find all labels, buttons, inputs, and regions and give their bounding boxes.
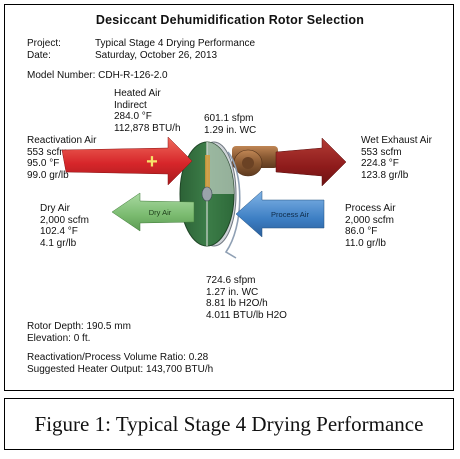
reactivation-air-humidity: 99.0 gr/lb [27, 169, 69, 181]
wet-exhaust-air-title: Wet Exhaust Air [361, 135, 432, 146]
model-number: Model Number: CDH-R-126-2.0 [27, 70, 168, 81]
figure-caption: Figure 1: Typical Stage 4 Drying Perform… [34, 411, 424, 436]
reactivation-air-title: Reactivation Air [27, 135, 97, 146]
top-flow-block: 601.1 sfpm 1.29 in. WC [204, 113, 256, 136]
heated-air-temp: 284.0 °F [114, 111, 152, 122]
bottom-flow-energy: 4.011 BTU/lb H2O [206, 309, 287, 321]
dry-air-title: Dry Air [40, 203, 70, 214]
wet-exhaust-arrow [275, 137, 347, 187]
process-air-humidity: 11.0 gr/lb [345, 237, 386, 249]
date-label: Date: [27, 50, 51, 61]
process-air-block: Process Air 2,000 scfm 86.0 °F 11.0 gr/l… [345, 203, 396, 249]
process-air-arrow: Process Air [235, 190, 325, 238]
dry-air-temp: 102.4 °F [40, 226, 78, 237]
heater-plus-icon: + [146, 151, 158, 173]
reactivation-air-block: Reactivation Air 553 scfm 95.0 °F 99.0 g… [27, 135, 96, 181]
wet-exhaust-air-temp: 224.8 °F [361, 158, 399, 169]
heated-air-mode: Indirect [114, 99, 147, 111]
reactivation-arrow [61, 136, 193, 186]
figure-panel [4, 4, 454, 391]
bottom-flow-block: 724.6 sfpm 1.27 in. WC 8.81 lb H2O/h 4.0… [206, 275, 287, 321]
project-label: Project: [27, 38, 61, 49]
bottom-flow-velocity: 724.6 sfpm [206, 275, 256, 286]
drive-belt [224, 151, 241, 259]
reactivation-air-temp: 95.0 °F [27, 158, 60, 169]
date-row: Date: Saturday, October 26, 2013 [27, 50, 217, 62]
bottom-flow-pressure: 1.27 in. WC [206, 286, 259, 298]
desiccant-rotor [179, 141, 237, 247]
heated-air-block: Heated Air Indirect 284.0 °F 112,878 BTU… [114, 88, 181, 134]
wet-exhaust-air-flow: 553 scfm [361, 146, 402, 158]
dry-air-arrow-label: Dry Air [149, 208, 172, 217]
dry-air-arrow: Dry Air [111, 192, 195, 232]
heated-air-btu: 112,878 BTU/h [114, 122, 181, 134]
top-flow-velocity: 601.1 sfpm [204, 113, 254, 124]
wet-exhaust-air-humidity: 123.8 gr/lb [361, 169, 409, 181]
process-air-temp: 86.0 °F [345, 226, 378, 237]
process-air-flow: 2,000 scfm [345, 214, 394, 226]
dry-air-flow: 2,000 scfm [40, 214, 89, 226]
fan-housing [232, 146, 278, 177]
process-air-arrow-label: Process Air [271, 210, 309, 219]
bottom-flow-water-rate: 8.81 lb H2O/h [206, 298, 268, 309]
reactivation-air-flow: 553 scfm [27, 146, 68, 158]
dry-air-humidity: 4.1 gr/lb [40, 237, 77, 249]
heated-air-title: Heated Air [114, 88, 161, 99]
caption-box: Figure 1: Typical Stage 4 Drying Perform… [4, 398, 454, 450]
heater-output: Suggested Heater Output: 143,700 BTU/h [27, 364, 214, 375]
volume-ratio: Reactivation/Process Volume Ratio: 0.28 [27, 352, 209, 363]
project-row: Project: Typical Stage 4 Drying Performan… [27, 38, 255, 50]
date-value: Saturday, October 26, 2013 [95, 50, 218, 61]
process-air-title: Process Air [345, 203, 396, 214]
project-value: Typical Stage 4 Drying Performance [95, 38, 256, 49]
elevation: Elevation: 0 ft. [27, 333, 91, 344]
rotor-depth: Rotor Depth: 190.5 mm [27, 321, 131, 332]
top-flow-pressure: 1.29 in. WC [204, 124, 257, 136]
dry-air-block: Dry Air 2,000 scfm 102.4 °F 4.1 gr/lb [40, 203, 89, 249]
figure-title: Desiccant Dehumidification Rotor Selecti… [95, 13, 365, 27]
rotor-diagram: + Dry Air Process Air [61, 136, 347, 259]
wet-exhaust-air-block: Wet Exhaust Air 553 scfm 224.8 °F 123.8 … [361, 135, 432, 181]
